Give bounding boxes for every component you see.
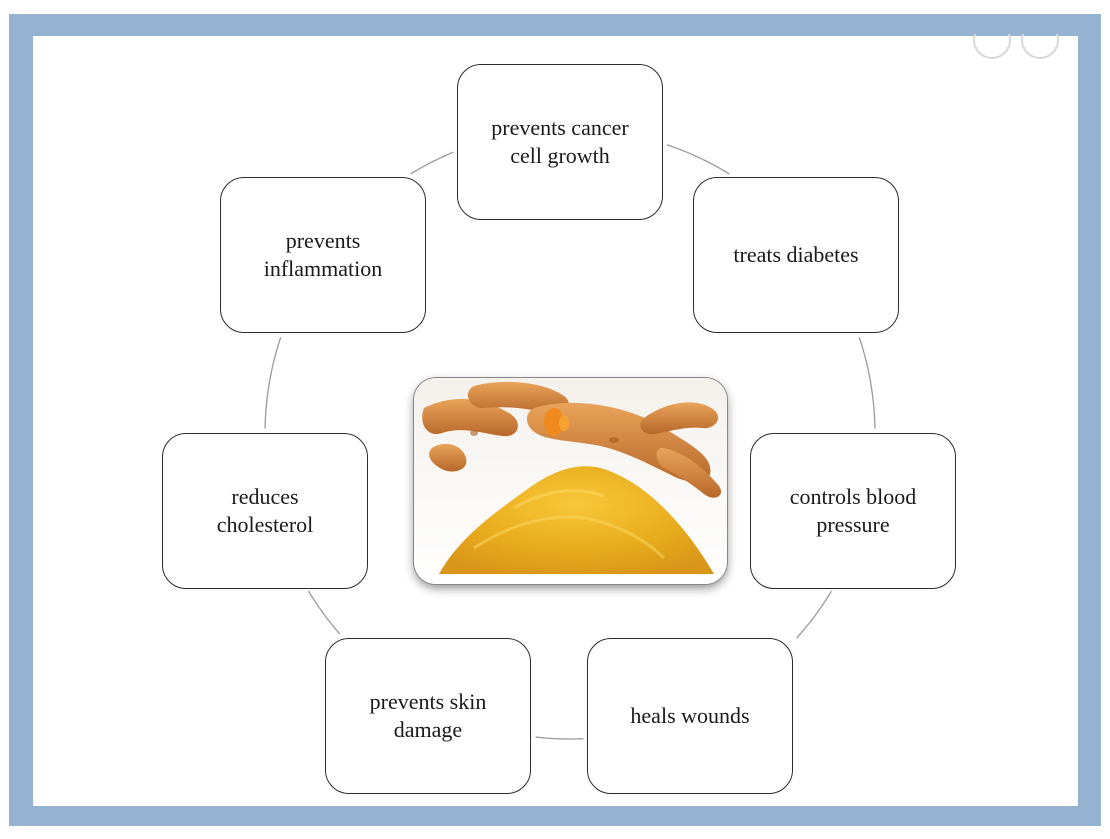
connector-segment: [536, 737, 584, 739]
node-label: heals wounds: [630, 702, 749, 730]
connector-segment: [265, 337, 281, 429]
node-treats-diabetes: treats diabetes: [693, 177, 899, 333]
turmeric-image: [414, 378, 727, 584]
node-label: prevents skin damage: [370, 688, 487, 744]
diagram-frame: prevents cancer cell growth treats diabe…: [9, 14, 1101, 826]
watermark-circles-icon: [962, 34, 1072, 62]
node-label: reduces cholesterol: [217, 483, 314, 539]
turmeric-illustration: [414, 378, 727, 584]
node-prevents-skin-damage: prevents skin damage: [325, 638, 531, 794]
connector-segment: [797, 591, 832, 638]
node-label: prevents inflammation: [264, 227, 383, 283]
node-controls-blood-pressure: controls blood pressure: [750, 433, 956, 589]
node-label: prevents cancer cell growth: [491, 114, 628, 170]
node-heals-wounds: heals wounds: [587, 638, 793, 794]
connector-segment: [859, 337, 875, 429]
node-label: treats diabetes: [733, 241, 858, 269]
diagram-canvas: prevents cancer cell growth treats diabe…: [33, 36, 1078, 806]
connector-segment: [667, 145, 730, 174]
node-prevents-cancer-cell-growth: prevents cancer cell growth: [457, 64, 663, 220]
node-reduces-cholesterol: reduces cholesterol: [162, 433, 368, 589]
connector-segment: [411, 152, 454, 174]
node-prevents-inflammation: prevents inflammation: [220, 177, 426, 333]
node-label: controls blood pressure: [790, 483, 917, 539]
connector-segment: [309, 591, 340, 634]
